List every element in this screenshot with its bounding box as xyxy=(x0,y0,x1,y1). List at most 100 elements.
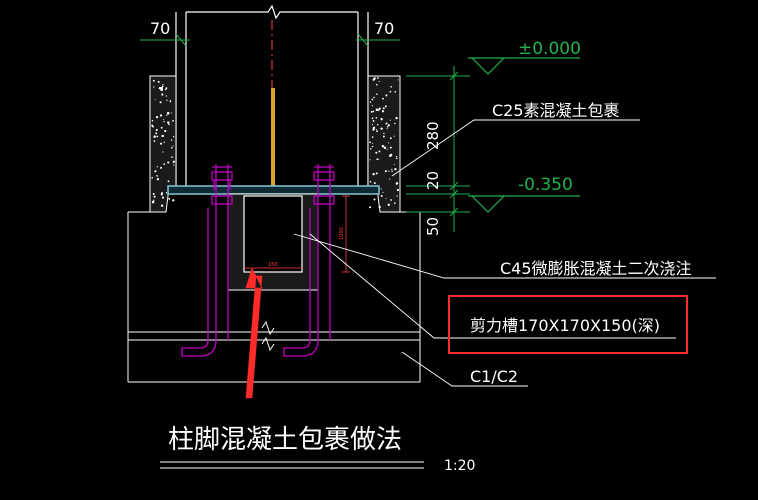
concrete-speckle xyxy=(386,148,388,150)
concrete-speckle xyxy=(387,124,390,127)
concrete-speckle xyxy=(388,170,390,172)
concrete-speckle xyxy=(373,96,375,99)
concrete-speckle xyxy=(166,114,168,116)
concrete-speckle xyxy=(371,136,374,138)
base-plate xyxy=(167,185,380,195)
concrete-speckle xyxy=(156,135,159,138)
concrete-speckle xyxy=(172,199,175,202)
concrete-speckle xyxy=(151,176,154,179)
concrete-speckle xyxy=(373,182,376,185)
concrete-speckle xyxy=(387,142,390,144)
concrete-speckle xyxy=(161,135,163,137)
concrete-speckle xyxy=(165,87,168,89)
concrete-speckle xyxy=(172,160,175,163)
concrete-speckle xyxy=(371,98,374,101)
concrete-speckle xyxy=(372,110,375,113)
concrete-speckle xyxy=(157,80,160,83)
concrete-speckle xyxy=(159,101,162,104)
concrete-speckle xyxy=(153,86,155,88)
concrete-speckle xyxy=(376,83,378,86)
concrete-speckle xyxy=(382,97,384,100)
concrete-speckle xyxy=(173,136,175,138)
concrete-speckle xyxy=(382,135,385,138)
concrete-speckle xyxy=(162,84,164,86)
concrete-speckle xyxy=(370,148,372,150)
concrete-speckle xyxy=(155,115,159,119)
cover-dim-left: 70 xyxy=(150,19,170,38)
concrete-speckle xyxy=(152,79,155,82)
concrete-speckle xyxy=(153,195,156,198)
level-marker-top xyxy=(468,57,580,75)
concrete-speckle xyxy=(378,158,380,160)
concrete-speckle xyxy=(396,188,399,192)
concrete-speckle xyxy=(393,135,395,137)
concrete-speckle xyxy=(393,163,395,165)
annotation-arrow xyxy=(245,267,263,399)
concrete-speckle xyxy=(383,146,387,149)
leader-lines xyxy=(293,119,716,387)
concrete-speckle xyxy=(167,161,169,164)
concrete-speckle xyxy=(382,191,384,193)
concrete-speckle xyxy=(372,173,375,176)
concrete-speckle xyxy=(153,135,156,138)
concrete-speckle xyxy=(162,151,164,153)
dim-50: 50 xyxy=(424,217,442,236)
concrete-speckle xyxy=(396,157,398,160)
concrete-speckle xyxy=(371,145,374,148)
concrete-speckle xyxy=(389,119,391,121)
cover-dim-right: 70 xyxy=(374,19,394,38)
concrete-speckle xyxy=(169,99,171,101)
concrete-speckle xyxy=(164,129,167,133)
concrete-speckle xyxy=(371,117,374,120)
concrete-speckle xyxy=(372,142,374,144)
concrete-speckle xyxy=(383,132,385,135)
concrete-speckle xyxy=(394,168,397,171)
concrete-speckle xyxy=(369,159,371,161)
concrete-speckle xyxy=(160,193,163,196)
concrete-speckle xyxy=(395,116,398,120)
concrete-speckle xyxy=(154,99,156,101)
concrete-speckle xyxy=(395,155,398,158)
drawing-scale: 1:20 xyxy=(444,458,475,474)
concrete-speckle xyxy=(172,120,174,122)
foundation xyxy=(127,211,421,383)
groove-depth-dim: 1000 xyxy=(339,227,345,240)
dim-20: 20 xyxy=(424,171,442,190)
concrete-speckle xyxy=(372,120,375,122)
break-marks xyxy=(261,320,275,352)
concrete-speckle xyxy=(376,93,378,95)
concrete-speckle xyxy=(153,140,156,142)
shear-groove xyxy=(243,195,303,273)
concrete-speckle xyxy=(171,156,173,158)
concrete-speckle xyxy=(385,198,387,200)
concrete-speckle xyxy=(151,119,154,122)
concrete-speckle xyxy=(371,123,374,126)
concrete-speckle xyxy=(369,206,372,209)
concrete-speckle xyxy=(166,99,168,101)
concrete-speckle xyxy=(393,202,396,204)
concrete-speckle xyxy=(375,172,378,175)
center-stiffener xyxy=(271,88,275,186)
concrete-speckle xyxy=(389,90,392,93)
concrete-speckle xyxy=(369,141,371,144)
concrete-speckle xyxy=(390,85,393,88)
concrete-speckle xyxy=(387,203,390,206)
concrete-speckle xyxy=(378,150,381,153)
concrete-speckle xyxy=(376,158,379,161)
concrete-speckle xyxy=(384,105,387,108)
concrete-speckle xyxy=(163,163,166,165)
level-top-label: ±0.000 xyxy=(518,39,581,59)
cover-dims xyxy=(140,33,400,47)
concrete-speckle xyxy=(389,146,392,149)
concrete-speckle xyxy=(378,205,381,209)
concrete-speckle xyxy=(375,108,379,111)
concrete-speckle xyxy=(380,127,383,130)
concrete-speckle xyxy=(156,174,158,177)
concrete-speckle xyxy=(381,110,385,113)
concrete-speckle xyxy=(161,93,164,96)
concrete-speckle xyxy=(376,123,379,126)
concrete-speckle xyxy=(378,81,380,83)
concrete-speckle xyxy=(172,145,174,147)
concrete-speckle xyxy=(380,188,382,190)
